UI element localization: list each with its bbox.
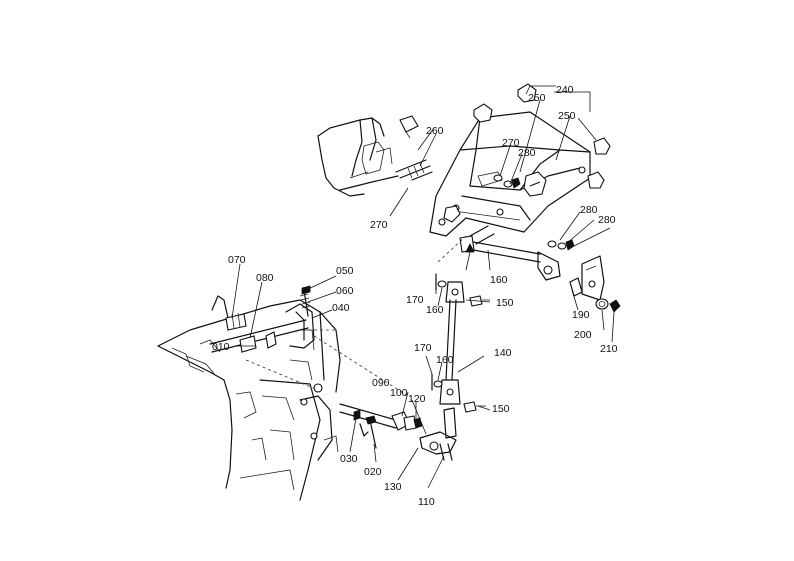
shift-fork-040 <box>209 295 315 353</box>
callout-280-top: 280 <box>518 147 536 159</box>
callout-110: 110 <box>418 496 435 508</box>
shaft-160 <box>459 225 561 281</box>
rubber-mount-240 <box>443 83 611 223</box>
callout-170-bottom: 170 <box>414 342 432 354</box>
callout-220: 240 <box>556 84 574 96</box>
callout-240: 250 <box>558 110 576 122</box>
rod-140 <box>439 243 475 405</box>
callout-160-top: 160 <box>426 304 444 316</box>
lever-arm-090 <box>339 403 423 437</box>
stud-250 <box>395 159 433 181</box>
callout-250-top: 260 <box>426 125 444 137</box>
callout-170-top: 170 <box>406 294 424 306</box>
upper-housing <box>317 115 419 197</box>
callout-200: 200 <box>574 329 592 341</box>
callout-270-bottom: 280 <box>598 214 616 226</box>
callout-labels: 240 250 250 260 270 280 270 280 280 160 … <box>212 84 618 508</box>
callout-250-bottom: 270 <box>370 219 388 231</box>
bracket-plate-190 <box>569 255 621 313</box>
alignment-lines <box>245 235 467 397</box>
callout-040: 040 <box>332 302 350 314</box>
callout-210: 210 <box>600 343 618 355</box>
callout-260: 280 <box>580 204 598 216</box>
callout-030: 030 <box>340 453 358 465</box>
callout-160-shaft: 160 <box>490 274 508 286</box>
lever-130 <box>419 407 457 461</box>
callout-160-bottom: 160 <box>436 354 454 366</box>
callout-230: 250 <box>528 92 546 104</box>
callout-050: 050 <box>336 265 354 277</box>
callout-080: 080 <box>256 272 274 284</box>
callout-010: 010 <box>212 341 230 353</box>
callout-100: 100 <box>390 387 408 399</box>
callout-150-top: 150 <box>496 297 514 309</box>
callout-270-top: 270 <box>502 137 520 149</box>
leader-lines <box>231 85 615 489</box>
callout-020: 020 <box>364 466 382 478</box>
callout-150-bottom: 150 <box>492 403 510 415</box>
callout-130: 130 <box>384 481 402 493</box>
callout-140: 140 <box>494 347 512 359</box>
bolt-020 <box>365 415 377 449</box>
callout-090: 090 <box>372 377 390 389</box>
callout-070: 070 <box>228 254 246 266</box>
callout-060: 060 <box>336 285 354 297</box>
callout-190: 190 <box>572 309 590 321</box>
callout-120: 120 <box>408 393 426 405</box>
